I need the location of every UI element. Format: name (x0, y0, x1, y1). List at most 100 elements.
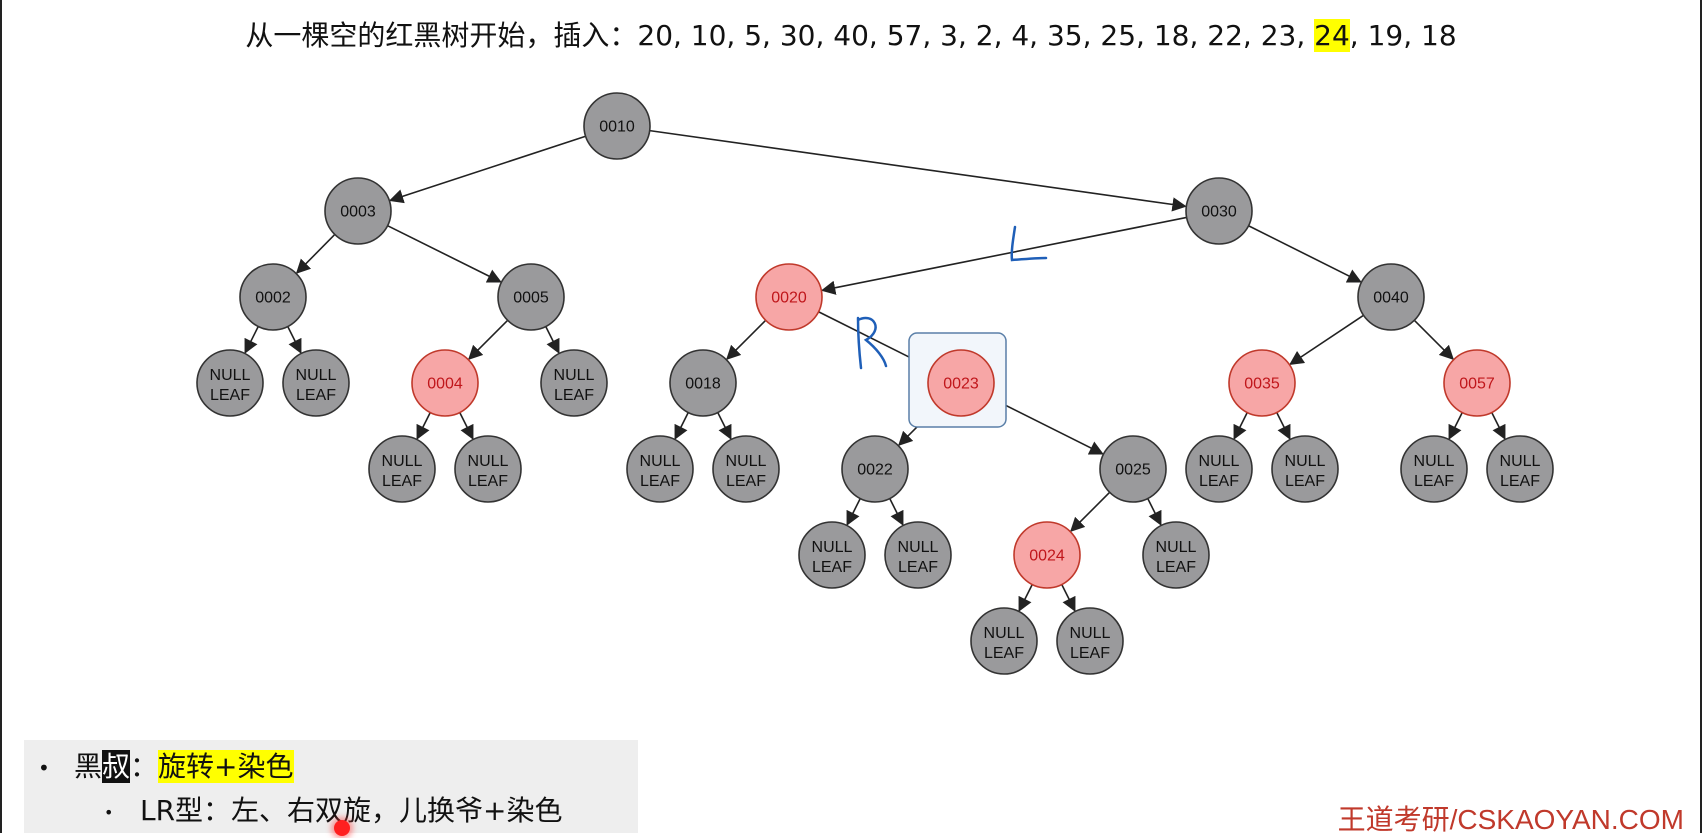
black-node-circle (497, 263, 565, 331)
tree-edge (717, 412, 732, 440)
null-leaf: NULL LEAF (1271, 435, 1339, 503)
node-label: 0018 (685, 376, 721, 393)
tree-node-0025[interactable]: 0025 (1099, 435, 1167, 503)
current-insert-highlight: 24 (1314, 19, 1350, 52)
null-leaf-label-bottom: LEAF (1285, 473, 1325, 490)
tree-edge (459, 412, 474, 440)
null-leaf-circle (196, 349, 264, 417)
sub-bullet-icon: • (104, 802, 114, 822)
red-node-circle (755, 263, 823, 331)
null-leaf-label-top: NULL (1285, 453, 1326, 470)
null-leaf-label-bottom: LEAF (898, 559, 938, 576)
tree-node-0030[interactable]: 0030 (1185, 177, 1253, 245)
tree-node-0022[interactable]: 0022 (841, 435, 909, 503)
bullet-icon: • (38, 756, 50, 780)
tree-node-0010[interactable]: 0010 (583, 92, 651, 160)
node-label: 0005 (513, 290, 549, 307)
tree-node-0004[interactable]: 0004 (411, 349, 479, 417)
tree-node-0057[interactable]: 0057 (1443, 349, 1511, 417)
null-leaf-label-bottom: LEAF (468, 473, 508, 490)
black-node-circle (324, 177, 392, 245)
null-leaf-label-top: NULL (640, 453, 681, 470)
tree-edge (1448, 412, 1463, 440)
note-line-black-uncle: •黑叔：旋转+染色 (38, 745, 294, 785)
node-label: 0025 (1115, 462, 1151, 479)
null-leaf-label-bottom: LEAF (812, 559, 852, 576)
tree-edge (1147, 498, 1162, 526)
null-leaf-label-top: NULL (296, 367, 337, 384)
tree-node-0005[interactable]: 0005 (497, 263, 565, 331)
null-leaf-label-bottom: LEAF (726, 473, 766, 490)
null-leaf-circle (798, 521, 866, 589)
pointer-dot-icon (334, 820, 350, 836)
tree-edge (1233, 412, 1248, 440)
node-label: 0020 (771, 290, 807, 307)
null-leaf-label-bottom: LEAF (382, 473, 422, 490)
tree-node-0035[interactable]: 0035 (1228, 349, 1296, 417)
title-prefix: 从一棵空的红黑树开始，插入： (245, 19, 638, 52)
node-label: 0010 (599, 119, 635, 136)
node-label: 0003 (340, 204, 376, 221)
null-leaf-label-top: NULL (1070, 625, 1111, 642)
note-label: 黑 (74, 750, 103, 783)
left-border (0, 0, 2, 833)
tree-node-0024[interactable]: 0024 (1013, 521, 1081, 589)
node-label: 0024 (1029, 548, 1065, 565)
red-node-circle (1013, 521, 1081, 589)
red-node-circle (927, 349, 995, 417)
tree-edge (1289, 314, 1364, 365)
black-node-circle (583, 92, 651, 160)
null-leaf-label-top: NULL (382, 453, 423, 470)
note-lr-text: LR型：左、右双旋，儿换爷+染色 (140, 794, 563, 827)
tree-nodes: 0010 0003 0030 0002 0005 0020 0040 0004 0018 0023… (196, 92, 1554, 675)
black-node-circle (669, 349, 737, 417)
null-leaf-circle (540, 349, 608, 417)
tree-edge (846, 498, 861, 526)
tree-node-0040[interactable]: 0040 (1357, 263, 1425, 331)
null-leaf-circle (1056, 607, 1124, 675)
null-leaf-circle (884, 521, 952, 589)
red-node-circle (1228, 349, 1296, 417)
null-leaf-label-top: NULL (1414, 453, 1455, 470)
node-label: 0035 (1244, 376, 1280, 393)
null-leaf: NULL LEAF (1185, 435, 1253, 503)
node-label: 0023 (943, 376, 979, 393)
null-leaf-label-bottom: LEAF (1199, 473, 1239, 490)
node-label: 0040 (1373, 290, 1409, 307)
red-node-circle (411, 349, 479, 417)
null-leaf: NULL LEAF (368, 435, 436, 503)
null-leaf-label-bottom: LEAF (554, 387, 594, 404)
tree-edge (388, 135, 586, 204)
tree-node-0023[interactable]: 0023 (927, 349, 995, 417)
null-leaf-circle (454, 435, 522, 503)
null-leaf-circle (368, 435, 436, 503)
null-leaf-label-bottom: LEAF (210, 387, 250, 404)
node-label: 0057 (1459, 376, 1495, 393)
red-node-circle (1443, 349, 1511, 417)
null-leaf-label-top: NULL (468, 453, 509, 470)
null-leaf-label-top: NULL (1156, 539, 1197, 556)
null-leaf-label-top: NULL (1199, 453, 1240, 470)
null-leaf-circle (1185, 435, 1253, 503)
note-colon: ： (130, 750, 159, 783)
tree-node-0020[interactable]: 0020 (755, 263, 823, 331)
tree-edge (416, 412, 431, 440)
null-leaf-label-top: NULL (1500, 453, 1541, 470)
black-node-circle (1099, 435, 1167, 503)
annotation-r-stroke (856, 316, 888, 370)
null-leaf-label-top: NULL (984, 625, 1025, 642)
tree-edge (1018, 584, 1033, 612)
black-node-circle (1185, 177, 1253, 245)
tree-node-0003[interactable]: 0003 (324, 177, 392, 245)
null-leaf-circle (626, 435, 694, 503)
tree-node-0002[interactable]: 0002 (239, 263, 307, 331)
tree-node-0018[interactable]: 0018 (669, 349, 737, 417)
tree-edge (1276, 412, 1291, 440)
null-leaf: NULL LEAF (454, 435, 522, 503)
